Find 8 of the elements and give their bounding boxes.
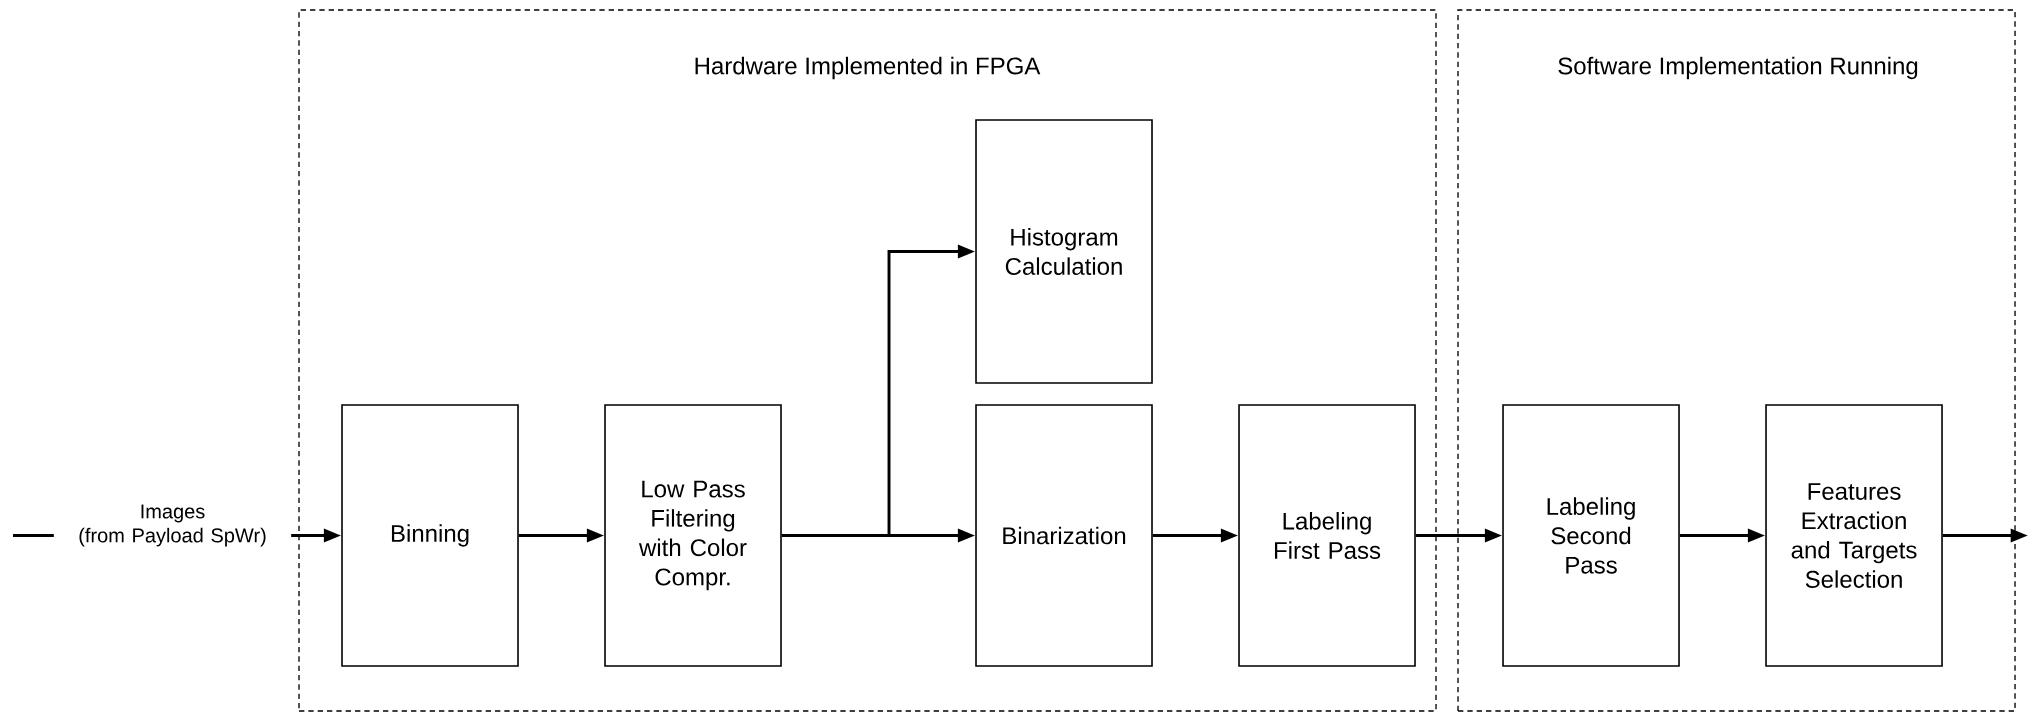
process-box: Histogram Calculation (975, 119, 1153, 384)
process-box: Labeling Second Pass (1502, 404, 1680, 667)
process-box: Binning (341, 404, 519, 667)
process-box: Low Pass Filtering with Color Compr. (604, 404, 782, 667)
edge-label: Images (from Payload SpWr) (53, 503, 292, 548)
process-box: Binarization (975, 404, 1153, 667)
process-box: Labeling First Pass (1238, 404, 1416, 667)
process-box: Features Extraction and Targets Selection (1765, 404, 1943, 667)
